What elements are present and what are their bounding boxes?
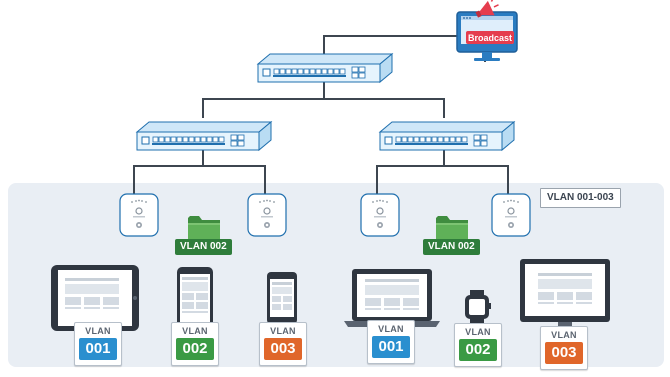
vlan-card-laptop: VLAN 001 — [367, 320, 415, 364]
smartphone-icon — [267, 272, 297, 324]
smartphone-icon — [177, 267, 213, 329]
network-links — [133, 35, 509, 194]
vlan-card-caption: VLAN — [85, 326, 111, 336]
core-switch — [257, 53, 393, 83]
vlan-card-phone: VLAN 002 — [171, 322, 219, 366]
right-switch — [379, 121, 515, 151]
vlan-card-number: 003 — [264, 338, 302, 360]
vlan-card-caption: VLAN — [551, 330, 577, 340]
vlan-card-caption: VLAN — [465, 327, 491, 337]
vlan-tag-right: VLAN 002 — [423, 239, 480, 255]
vlan-card-tablet: VLAN 001 — [74, 322, 122, 366]
access-point-3 — [360, 193, 400, 237]
access-point-2 — [247, 193, 287, 237]
access-point-4 — [491, 193, 531, 237]
vlan-range-label: VLAN 001-003 — [540, 188, 621, 208]
vlan-card-number: 003 — [545, 342, 583, 364]
vlan-card-caption: VLAN — [270, 326, 296, 336]
broadcast-badge-bg — [466, 31, 514, 44]
vlan-card-number: 001 — [372, 336, 410, 358]
vlan-card-caption: VLAN — [378, 324, 404, 334]
vlan-card-number: 002 — [459, 339, 497, 361]
vlan-card-small-phone: VLAN 003 — [259, 322, 307, 366]
vlan-card-number: 001 — [79, 338, 117, 360]
desktop-monitor-icon — [520, 259, 610, 333]
laptop-icon — [344, 269, 440, 327]
vlan-card-caption: VLAN — [182, 326, 208, 336]
left-switch — [136, 121, 272, 151]
vlan-card-desktop: VLAN 003 — [540, 326, 588, 370]
vlan-tag-left: VLAN 002 — [175, 239, 232, 255]
tablet-icon — [51, 265, 139, 331]
megaphone-icon — [475, 0, 499, 18]
vlan-card-watch: VLAN 002 — [454, 323, 502, 367]
access-point-1 — [119, 193, 159, 237]
broadcast-badge: Broadcast — [468, 33, 512, 43]
vlan-card-number: 002 — [176, 338, 214, 360]
smartwatch-icon — [465, 290, 491, 324]
